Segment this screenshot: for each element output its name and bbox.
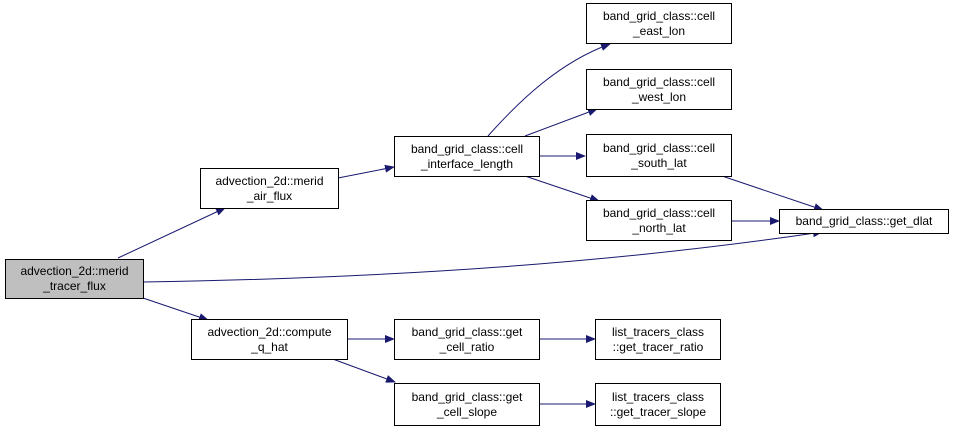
node-get-tracer-ratio[interactable]: list_tracers_class ::get_tracer_ratio (595, 319, 721, 360)
node-compute-q-hat[interactable]: advection_2d::compute _q_hat (191, 319, 348, 360)
node-label: band_grid_class::get (411, 324, 523, 339)
node-cell-north-lat[interactable]: band_grid_class::cell _north_lat (586, 200, 732, 241)
node-get-cell-ratio[interactable]: band_grid_class::get _cell_ratio (394, 319, 540, 360)
edge-interface-length-to-north-lat (524, 175, 600, 202)
edge-tracer-flux-to-compute-q-hat (142, 297, 209, 321)
node-label: band_grid_class::cell (602, 8, 716, 23)
node-label: advection_2d::merid (20, 264, 129, 278)
node-label: _interface_length (420, 156, 514, 171)
node-label: advection_2d::merid (215, 173, 324, 188)
edge-tracer-flux-to-air-flux (117, 207, 226, 259)
node-cell-east-lon[interactable]: band_grid_class::cell _east_lon (586, 3, 732, 44)
node-label: _north_lat (632, 220, 686, 235)
node-label: list_tracers_class (611, 324, 705, 339)
node-merid-tracer-flux[interactable]: advection_2d::merid _tracer_flux (5, 259, 144, 299)
node-merid-air-flux[interactable]: advection_2d::merid _air_flux (200, 168, 339, 209)
node-label: band_grid_class::get_dlat (795, 214, 933, 228)
node-cell-south-lat[interactable]: band_grid_class::cell _south_lat (586, 134, 732, 177)
node-label: _cell_ratio (439, 339, 495, 354)
edge-tracer-flux-to-get-dlat (142, 229, 823, 283)
node-label: _west_lon (631, 89, 687, 104)
node-label: _cell_slope (436, 404, 498, 419)
edge-interface-length-to-west-lon (524, 108, 598, 137)
node-label: _tracer_flux (43, 279, 106, 293)
node-label: _air_flux (246, 188, 293, 203)
node-label: band_grid_class::cell (602, 74, 716, 89)
edge-compute-q-hat-to-cell-slope (329, 357, 396, 383)
node-label: band_grid_class::cell (602, 140, 716, 155)
node-get-dlat[interactable]: band_grid_class::get_dlat (779, 209, 949, 234)
edge-south-lat-to-get-dlat (721, 175, 824, 211)
edge-interface-length-to-east-lon (487, 43, 611, 137)
node-label: band_grid_class::cell (410, 141, 524, 156)
node-label: band_grid_class::get (411, 389, 523, 404)
node-cell-west-lon[interactable]: band_grid_class::cell _west_lon (586, 69, 732, 110)
node-label: band_grid_class::cell (602, 205, 716, 220)
node-label: advection_2d::compute (207, 324, 332, 339)
edge-air-flux-to-interface-length (337, 164, 395, 179)
node-label: _south_lat (631, 155, 687, 170)
node-label: ::get_tracer_slope (609, 404, 707, 419)
node-label: list_tracers_class (611, 389, 705, 404)
node-cell-interface-length[interactable]: band_grid_class::cell _interface_length (394, 136, 540, 177)
node-get-tracer-slope[interactable]: list_tracers_class ::get_tracer_slope (595, 383, 721, 426)
node-label: _q_hat (251, 339, 288, 354)
node-label: ::get_tracer_ratio (612, 339, 704, 354)
node-get-cell-slope[interactable]: band_grid_class::get _cell_slope (394, 383, 540, 426)
node-label: _east_lon (632, 23, 686, 38)
